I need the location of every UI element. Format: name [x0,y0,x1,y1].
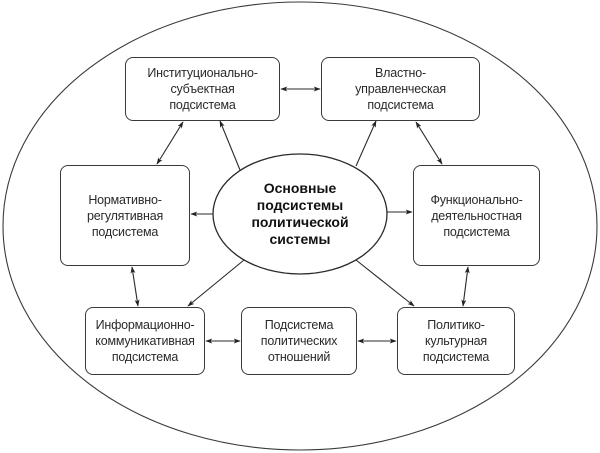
node-cultural-subsystem: Политико- культурная подсистема [397,307,515,375]
node-label-line: регулятивная [86,208,164,223]
node-label-line: Политико- [427,318,485,332]
node-label-line: Нормативно- [88,192,162,207]
node-label-line: подсистема [91,224,159,239]
edge-center-to-information-arrow [187,259,245,307]
node-label-line: коммуникативная [95,334,195,348]
node-normative-subsystem: Нормативно- регулятивная подсистема [60,165,190,266]
node-label-line: отношений [267,350,331,364]
node-power-subsystem: Властно- управленческая подсистема [321,57,480,121]
node-label-line: Функционально- [430,192,523,207]
node-label-line: культурная [425,334,487,348]
node-functional-subsystem: Функционально- деятельностная подсистема [413,165,540,266]
node-label-line: политических [260,334,338,348]
edge-functional-to-cultural-bidirectional-arrow [461,266,470,307]
node-relations-subsystem: Подсистема политических отношений [241,307,357,375]
node-label-line: подсистема [111,350,179,364]
node-label-line: подсистема [367,98,434,112]
node-institutional-subsystem: Институционально- субъектная подсистема [125,57,280,121]
edge-center-to-cultural-arrow [355,259,415,307]
edge-center-to-institutional-arrow [219,120,241,171]
node-label-line: Властно- [375,66,426,80]
edge-power-to-functional-bidirectional-arrow [415,121,443,165]
edge-institutional-to-normative-bidirectional-arrow [156,121,184,165]
node-label-line: деятельностная [431,208,522,223]
center-label-line: подсистемы [256,197,344,213]
center-label-line: политической [251,214,349,230]
node-label-line: Подсистема [264,318,334,332]
node-label-line: подсистема [443,224,510,239]
edge-center-to-power-arrow [355,120,377,167]
center-label-line: Основные [263,180,337,196]
node-label-line: Институционально- [147,66,258,80]
edge-normative-to-information-bidirectional-arrow [130,266,140,307]
node-label-line: субъектная [170,82,235,96]
center-label-line: системы [269,231,331,247]
node-label-line: Информационно- [95,318,195,332]
node-label-line: подсистема [422,350,490,364]
center-node-label: Основные подсистемы политической системы [213,154,387,274]
node-label-line: управленческая [355,82,446,96]
center-ellipse [212,153,388,275]
node-information-subsystem: Информационно- коммуникативная подсистем… [85,307,205,375]
node-label-line: подсистема [169,98,236,112]
